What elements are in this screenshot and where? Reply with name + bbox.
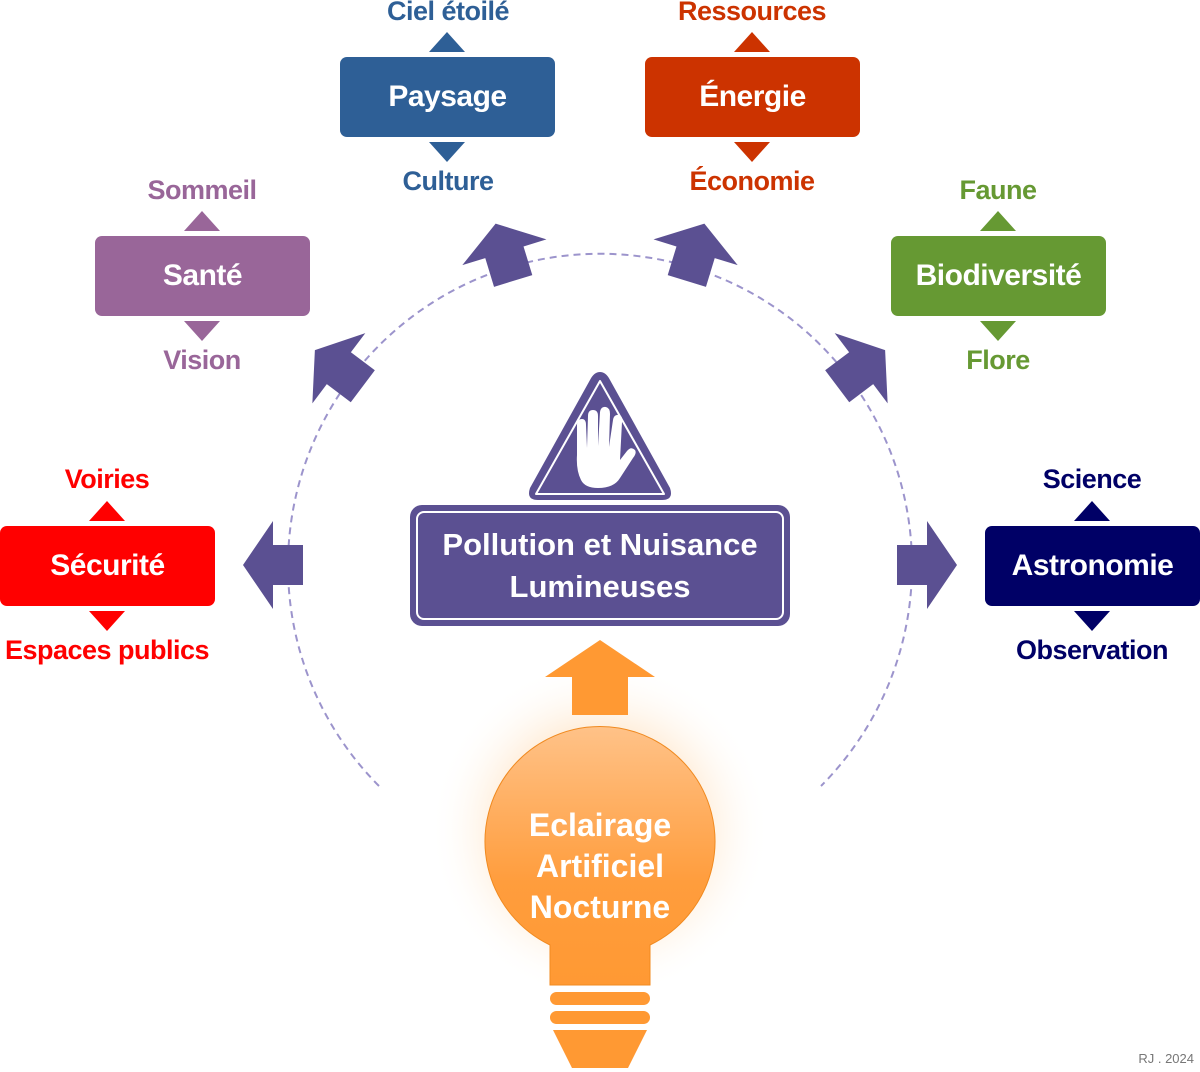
- label-vision: Vision: [163, 345, 241, 375]
- triangle-up-icon: [980, 211, 1016, 231]
- label-economie: Économie: [689, 166, 815, 196]
- triangle-down-icon: [734, 142, 770, 162]
- triangle-up-icon: [89, 501, 125, 521]
- impact-arrow-1: [312, 333, 375, 404]
- triangle-up-icon: [1074, 501, 1110, 521]
- triangle-down-icon: [429, 142, 465, 162]
- bulb-line-1: Eclairage: [528, 807, 672, 843]
- impact-arrow-0: [243, 521, 303, 609]
- label-flore: Flore: [966, 345, 1030, 375]
- bulb-icon: [484, 725, 716, 1068]
- center-line-1: Pollution et Nuisance: [442, 526, 758, 562]
- theme-box-biodiversite: Biodiversité: [891, 236, 1106, 316]
- triangle-down-icon: [184, 321, 220, 341]
- theme-box-securite: Sécurité: [0, 526, 215, 606]
- triangle-down-icon: [1074, 611, 1110, 631]
- bulb-line-3: Nocturne: [529, 889, 671, 925]
- label-voiries: Voiries: [64, 464, 150, 494]
- central-pollution-box: Pollution et Nuisance Lumineuses: [410, 505, 790, 626]
- theme-box-sante: Santé: [95, 236, 310, 316]
- credit: RJ . 2024: [1138, 1051, 1194, 1066]
- label-ressources: Ressources: [677, 0, 827, 26]
- label-culture: Culture: [402, 166, 495, 196]
- impact-arrow-5: [897, 521, 957, 609]
- triangle-up-icon: [429, 32, 465, 52]
- bulb-line-2: Artificiel: [535, 848, 665, 884]
- impact-arrow-3: [653, 223, 738, 287]
- label-espaces-publics: Espaces publics: [4, 635, 210, 665]
- orange-up-arrow: [545, 640, 655, 715]
- impact-arrow-4: [825, 333, 888, 404]
- triangle-down-icon: [89, 611, 125, 631]
- theme-box-astronomie: Astronomie: [985, 526, 1200, 606]
- warning-triangle: [529, 372, 671, 500]
- theme-box-paysage: Paysage: [340, 57, 555, 137]
- label-science: Science: [1042, 464, 1142, 494]
- theme-box-energie: Énergie: [645, 57, 860, 137]
- label-faune: Faune: [959, 175, 1037, 205]
- label-observation: Observation: [1015, 635, 1169, 665]
- triangle-down-icon: [980, 321, 1016, 341]
- label-ciel-etoile: Ciel étoilé: [386, 0, 510, 26]
- impact-arrow-2: [462, 223, 547, 287]
- triangle-up-icon: [734, 32, 770, 52]
- stop-hand-icon: [576, 406, 636, 488]
- bulb-label: Eclairage Artificiel Nocturne: [485, 805, 715, 928]
- label-sommeil: Sommeil: [147, 175, 257, 205]
- center-line-2: Lumineuses: [509, 568, 691, 604]
- triangle-up-icon: [184, 211, 220, 231]
